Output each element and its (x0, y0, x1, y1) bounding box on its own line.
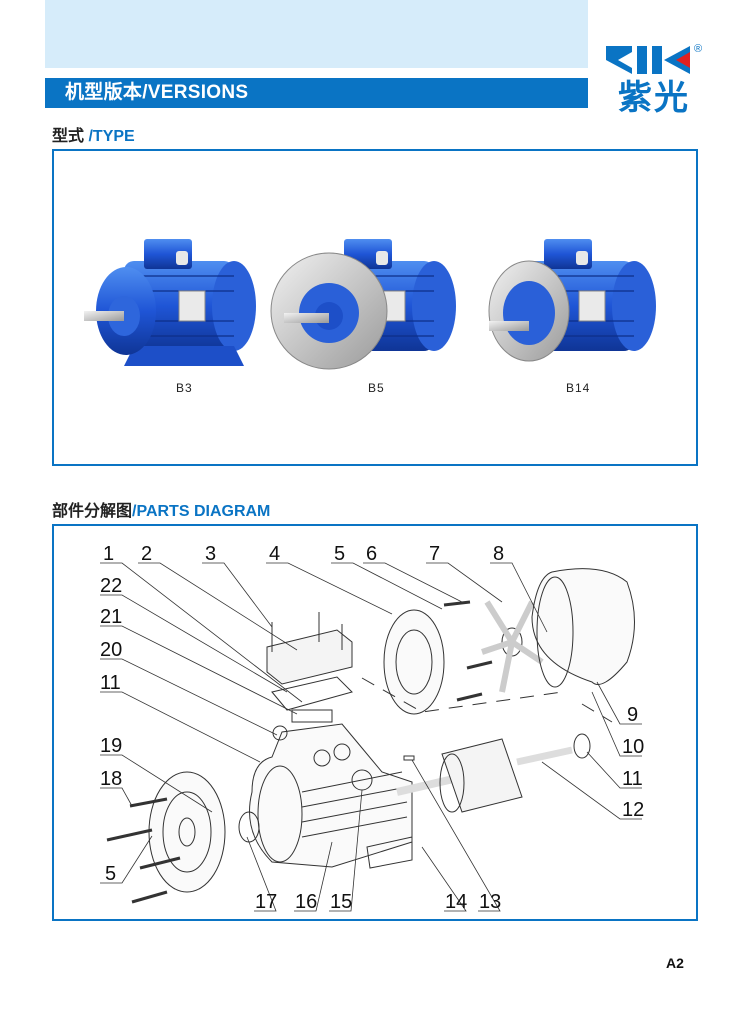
callout-20: 20 (100, 639, 122, 661)
callout-leaders (100, 562, 642, 912)
page-number: A2 (666, 955, 684, 971)
callout-6: 6 (366, 543, 377, 565)
callout-18: 18 (100, 768, 122, 790)
motor-b3-image (84, 238, 257, 366)
callout-11-right: 11 (622, 768, 643, 790)
callout-1: 1 (103, 543, 114, 565)
parts-diagram-box: 1 2 3 4 5 6 7 8 22 21 20 11 19 18 5 9 10… (52, 524, 698, 921)
version-label-b14: B14 (566, 381, 591, 395)
callout-2: 2 (141, 543, 152, 565)
motor-b14-image (488, 238, 657, 362)
type-heading-en: /TYPE (88, 128, 135, 145)
callout-5: 5 (334, 543, 345, 565)
svg-text:®: ® (694, 43, 702, 55)
page-title: 机型版本/VERSIONS (45, 78, 588, 108)
callout-8: 8 (493, 543, 504, 565)
type-heading-cn: 型式 (52, 128, 85, 145)
callout-13: 13 (479, 891, 501, 913)
callout-12: 12 (622, 799, 644, 821)
version-label-b5: B5 (368, 381, 385, 395)
version-label-b3: B3 (176, 381, 193, 395)
callout-14: 14 (445, 891, 467, 913)
motor-versions-illustration (84, 238, 657, 370)
parts-heading-cn: 部件分解图 (52, 503, 133, 520)
callout-16: 16 (295, 891, 317, 913)
callout-10: 10 (622, 736, 644, 758)
parts-heading-en: /PARTS DIAGRAM (132, 503, 271, 520)
callout-numbers: 1 2 3 4 5 6 7 8 22 21 20 11 19 18 5 9 10… (100, 543, 644, 913)
zik-logo: ® (606, 43, 702, 74)
type-section-heading: 型式 /TYPE (52, 122, 135, 146)
versions-box: B3 B5 B14 (52, 149, 698, 466)
motor-b5-image (270, 238, 457, 370)
callout-17: 17 (255, 891, 277, 913)
callout-7: 7 (429, 543, 440, 565)
callout-5-left: 5 (105, 863, 116, 885)
callout-9: 9 (627, 704, 638, 726)
callout-3: 3 (205, 543, 216, 565)
callout-21: 21 (100, 606, 122, 628)
callout-19: 19 (100, 735, 122, 757)
exploded-parts-diagram: 1 2 3 4 5 6 7 8 22 21 20 11 19 18 5 9 10… (100, 543, 644, 913)
parts-section-heading: 部件分解图/PARTS DIAGRAM (52, 497, 270, 521)
logo-chinese-name: 紫光 (618, 78, 690, 118)
header-band (45, 0, 588, 68)
callout-4: 4 (269, 543, 280, 565)
callout-15: 15 (330, 891, 352, 913)
callout-11: 11 (100, 672, 121, 694)
callout-22: 22 (100, 575, 122, 597)
